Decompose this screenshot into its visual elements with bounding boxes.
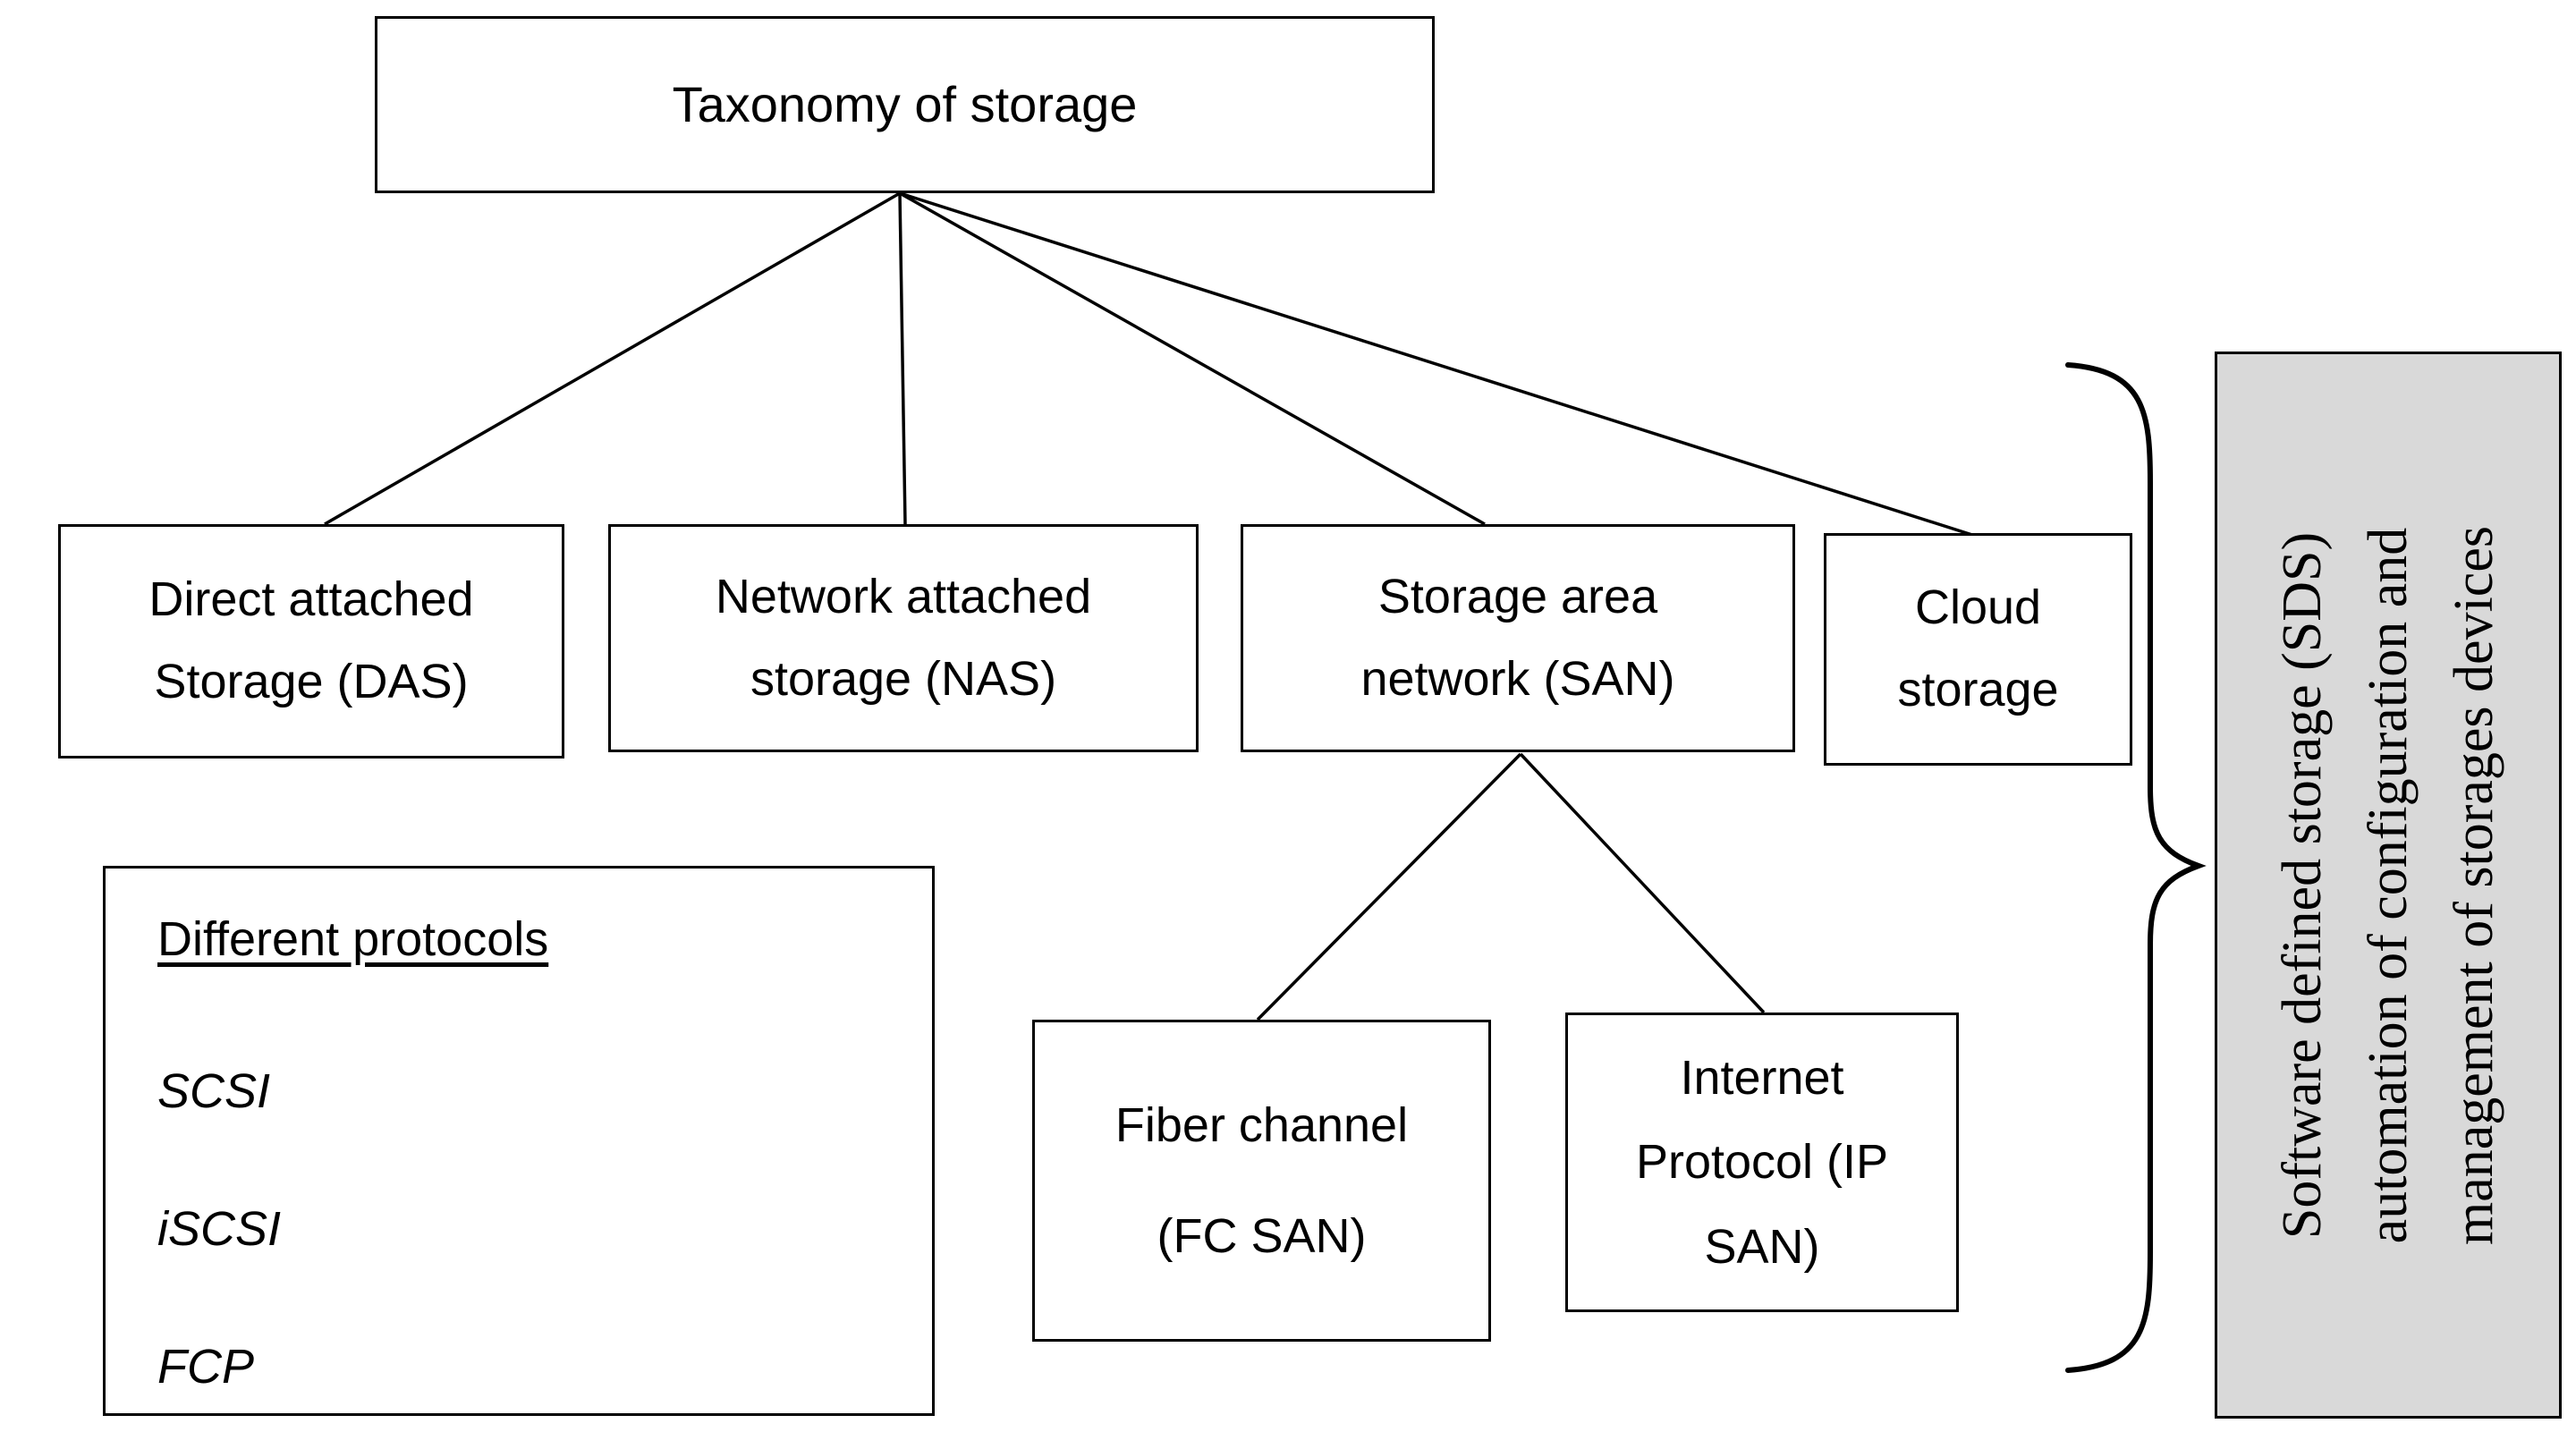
connector-root-cloud [899,191,1973,537]
node-fc-san: Fiber channel (FC SAN) [1032,1020,1491,1342]
sds-note-line: management of storages devices [2444,525,2505,1245]
node-nas: Network attached storage (NAS) [608,524,1199,752]
node-san: Storage area network (SAN) [1241,524,1795,752]
sds-note-line: Software defined storage (SDS) [2271,531,2333,1239]
node-das: Direct attached Storage (DAS) [58,524,564,758]
node-label-line: (FC SAN) [1157,1209,1367,1263]
node-label-line: storage (NAS) [750,651,1057,706]
node-label-line: Storage (DAS) [154,655,469,708]
protocols-box: Different protocols SCSI iSCSI FCP [103,866,935,1416]
node-label-line: storage [1897,663,2059,716]
node-label: Taxonomy of storage [672,76,1138,133]
node-label-line: SAN) [1704,1219,1820,1274]
connector-san-fc [1256,752,1522,1021]
node-label-line: Internet [1680,1050,1844,1105]
protocol-item-fcp: FCP [157,1340,254,1394]
connector-root-nas [898,192,907,525]
protocols-title: Different protocols [157,912,549,966]
node-label-line: Network attached [715,569,1092,623]
node-label-line: network (SAN) [1360,651,1675,706]
node-label-line: Cloud [1914,580,2042,635]
connector-san-ip [1519,752,1766,1014]
sds-note-line: automation of configuration and [2357,527,2419,1243]
sds-note-box: Software defined storage (SDS) automatio… [2215,352,2562,1419]
connector-root-san [899,191,1486,526]
curly-brace [2065,362,2207,1373]
node-taxonomy-of-storage: Taxonomy of storage [375,16,1435,193]
node-label-line: Protocol (IP [1635,1135,1889,1190]
protocol-item-iscsi: iSCSI [157,1202,282,1256]
node-label-line: Direct attached [148,572,474,627]
protocol-item-scsi: SCSI [157,1064,271,1118]
node-ip-san: Internet Protocol (IP SAN) [1565,1013,1959,1312]
node-label-line: Storage area [1377,569,1658,623]
node-cloud-storage: Cloud storage [1824,533,2132,766]
sds-note-text: Software defined storage (SDS) automatio… [2218,355,2558,1416]
node-label-line: Fiber channel [1114,1097,1409,1152]
connector-root-das [324,191,901,526]
